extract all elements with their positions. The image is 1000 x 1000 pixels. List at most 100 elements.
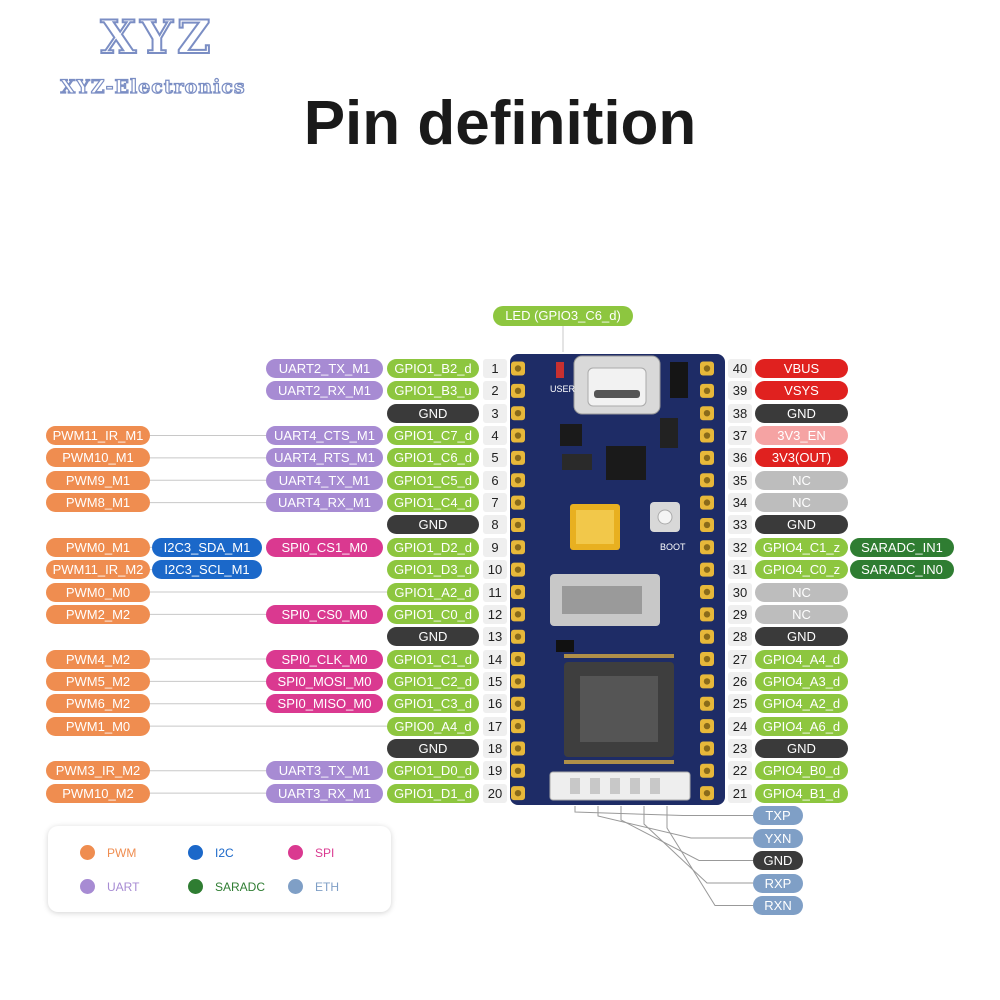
pwm-label: PWM4_M2 (46, 649, 150, 669)
legend-item: ETH (288, 877, 339, 897)
uart-label: UART2_RX_M1 (266, 381, 383, 401)
gpio-label: GPIO1_D1_d (387, 783, 479, 803)
gnd-label: GND (387, 403, 479, 423)
brand-logo: XYZ (99, 9, 215, 65)
pin-number: 17 (483, 716, 507, 736)
legend: PWM I2C SPI UART SARADC ETH (48, 826, 391, 912)
pin-number: 23 (728, 738, 752, 758)
pin-number: 6 (483, 470, 507, 490)
legend-label: SARADC (215, 880, 266, 894)
i2c-label: I2C3_SCL_M1 (152, 560, 262, 580)
pin-number: 21 (728, 783, 752, 803)
gpio-label: GPIO1_C2_d (387, 671, 479, 691)
pin-number: 40 (728, 359, 752, 378)
legend-swatch (288, 879, 303, 895)
pwm-label: PWM10_M1 (46, 448, 150, 468)
legend-item: PWM (80, 843, 136, 863)
eth-connector-line (597, 806, 753, 839)
legend-item: SPI (288, 843, 334, 863)
pin-number: 36 (728, 448, 752, 468)
pin-number: 16 (483, 694, 507, 714)
pin-number: 1 (483, 359, 507, 378)
gpio-label: GPIO4_C0_z (755, 560, 848, 580)
pwm-label: PWM5_M2 (46, 671, 150, 691)
power-label: 3V3(OUT) (755, 448, 848, 468)
legend-item: I2C (188, 843, 234, 863)
pwm-label: PWM11_IR_M2 (46, 560, 150, 580)
pin-number: 22 (728, 761, 752, 781)
legend-item: SARADC (188, 877, 265, 897)
pin-number: 4 (483, 426, 507, 446)
gpio-label: GPIO1_C7_d (387, 426, 479, 446)
gpio-label: GPIO1_B2_d (387, 359, 479, 378)
legend-item: UART (80, 877, 139, 897)
eth-label: TXP (753, 806, 803, 825)
pwm-label: PWM1_M0 (46, 716, 150, 736)
pin-number: 33 (728, 515, 752, 535)
gnd-label: GND (755, 627, 848, 647)
pin-number: 3 (483, 403, 507, 423)
pin-number: 7 (483, 493, 507, 513)
pin-number: 30 (728, 582, 752, 602)
gpio-label: GPIO4_A4_d (755, 649, 848, 669)
gpio-label: GPIO4_B0_d (755, 761, 848, 781)
legend-swatch (188, 845, 203, 861)
pin-number: 18 (483, 738, 507, 758)
gnd-label: GND (755, 738, 848, 758)
nc-label: NC (755, 493, 848, 513)
gpio-label: GPIO4_C1_z (755, 537, 848, 557)
legend-swatch (80, 879, 95, 895)
spi-label: SPI0_CS0_M0 (266, 604, 383, 624)
power-label: VBUS (755, 359, 848, 378)
pin-number: 39 (728, 381, 752, 401)
gpio-label: GPIO1_C3_d (387, 694, 479, 714)
gpio-label: GPIO1_A2_d (387, 582, 479, 602)
spi-label: SPI0_CS1_M0 (266, 537, 383, 557)
pin-number: 29 (728, 604, 752, 624)
pwm-label: PWM0_M1 (46, 537, 150, 557)
pwm-label: PWM6_M2 (46, 694, 150, 714)
pin-number: 34 (728, 493, 752, 513)
pwm-label: PWM8_M1 (46, 493, 150, 513)
uart-label: UART2_TX_M1 (266, 359, 383, 378)
gpio-label: GPIO4_A6_d (755, 716, 848, 736)
gpio-label: GPIO1_C6_d (387, 448, 479, 468)
pin-number: 26 (728, 671, 752, 691)
gnd-label: GND (755, 403, 848, 423)
pin-number: 12 (483, 604, 507, 624)
uart-label: UART4_RTS_M1 (266, 448, 383, 468)
pin-number: 5 (483, 448, 507, 468)
nc-label: NC (755, 582, 848, 602)
gnd-label: GND (387, 515, 479, 535)
power_light-label: 3V3_EN (755, 426, 848, 446)
saradc-label: SARADC_IN1 (850, 537, 954, 557)
i2c-label: I2C3_SDA_M1 (152, 537, 262, 557)
pin-number: 15 (483, 671, 507, 691)
pin-number: 19 (483, 761, 507, 781)
pwm-label: PWM3_IR_M2 (46, 761, 150, 781)
pin-number: 37 (728, 426, 752, 446)
nc-label: NC (755, 604, 848, 624)
gnd-label: GND (387, 738, 479, 758)
spi-label: SPI0_CLK_M0 (266, 649, 383, 669)
pin-number: 20 (483, 783, 507, 803)
pin-number: 38 (728, 403, 752, 423)
pin-number: 2 (483, 381, 507, 401)
led-label: LED (GPIO3_C6_d) (493, 306, 633, 326)
spi-label: SPI0_MISO_M0 (266, 694, 383, 714)
legend-label: ETH (315, 880, 339, 894)
board-image: USER BOOT (510, 354, 725, 805)
pwm-label: PWM0_M0 (46, 582, 150, 602)
gpio-label: GPIO1_C0_d (387, 604, 479, 624)
gpio-label: GPIO4_A2_d (755, 694, 848, 714)
spi-label: SPI0_MOSI_M0 (266, 671, 383, 691)
page-title: Pin definition (303, 89, 697, 158)
gpio-label: GPIO1_C1_d (387, 649, 479, 669)
gpio-label: GPIO1_C5_d (387, 470, 479, 490)
legend-label: SPI (315, 846, 335, 860)
legend-swatch (188, 879, 203, 895)
eth-connector-line (574, 806, 753, 816)
brand-logo-subtitle: XYZ-Electronics (60, 75, 246, 98)
pin-number: 10 (483, 560, 507, 580)
pwm-label: PWM9_M1 (46, 470, 150, 490)
